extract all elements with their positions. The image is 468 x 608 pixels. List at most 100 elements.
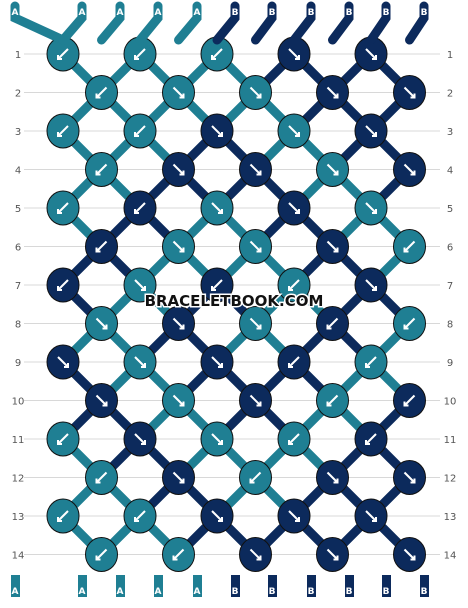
arrow-se-icon <box>365 279 377 291</box>
knot[interactable] <box>239 537 272 572</box>
strand-tail-top <box>174 1 202 45</box>
knot[interactable] <box>46 344 80 380</box>
arrow-head-icon <box>256 247 262 253</box>
knot[interactable] <box>316 75 349 110</box>
knot[interactable] <box>200 344 234 380</box>
knot[interactable] <box>316 152 349 187</box>
knot[interactable] <box>123 344 157 380</box>
knot[interactable] <box>46 36 80 72</box>
arrow-head-icon <box>211 55 216 60</box>
knot[interactable] <box>277 421 311 457</box>
knot[interactable] <box>200 421 234 457</box>
arrow-head-icon <box>134 55 139 60</box>
knot[interactable] <box>393 229 426 264</box>
knot[interactable] <box>46 190 80 226</box>
row-label-right: 12 <box>444 474 457 485</box>
knot[interactable] <box>354 113 388 149</box>
knot[interactable] <box>316 229 349 264</box>
strand-label-bottom: B <box>308 587 315 597</box>
knot[interactable] <box>200 113 234 149</box>
knot[interactable] <box>316 460 349 495</box>
knot[interactable] <box>239 229 272 264</box>
knot[interactable] <box>162 306 195 341</box>
knot[interactable] <box>354 421 388 457</box>
knot[interactable] <box>393 152 426 187</box>
knot[interactable] <box>46 267 80 303</box>
arrow-sw-icon <box>57 510 69 522</box>
arrow-se-icon <box>326 548 339 561</box>
knot[interactable] <box>200 190 234 226</box>
knot[interactable] <box>239 75 272 110</box>
row-label-left: 1 <box>15 50 21 61</box>
strand-tail-bottom <box>116 575 125 597</box>
arrow-head-icon <box>57 440 62 445</box>
knot[interactable] <box>162 460 195 495</box>
knot[interactable] <box>85 460 118 495</box>
knot[interactable] <box>200 498 234 534</box>
knot[interactable] <box>85 383 118 418</box>
arrow-sw-icon <box>134 202 146 214</box>
knot[interactable] <box>46 421 80 457</box>
knot[interactable] <box>277 113 311 149</box>
arrow-se-icon <box>211 356 223 368</box>
knot[interactable] <box>85 229 118 264</box>
knot[interactable] <box>85 306 118 341</box>
knot[interactable] <box>316 306 349 341</box>
knot[interactable] <box>123 267 157 303</box>
arrow-sw-icon <box>249 471 262 484</box>
arrow-head-icon <box>179 324 185 330</box>
strand-tail-top <box>328 1 354 45</box>
strand-tail-bottom <box>78 575 87 597</box>
knot[interactable] <box>123 421 157 457</box>
arrow-se-icon <box>172 163 185 176</box>
knot[interactable] <box>85 152 118 187</box>
knot[interactable] <box>277 498 311 534</box>
knot[interactable] <box>239 460 272 495</box>
knot[interactable] <box>354 267 388 303</box>
arrow-head-icon <box>95 478 101 484</box>
strand-tail-bottom <box>382 575 391 597</box>
knot[interactable] <box>393 75 426 110</box>
knot[interactable] <box>239 306 272 341</box>
knot[interactable] <box>123 498 157 534</box>
knot[interactable] <box>162 229 195 264</box>
knot[interactable] <box>277 267 311 303</box>
arrow-head-icon <box>95 170 101 176</box>
arrow-sw-icon <box>326 317 339 330</box>
knot[interactable] <box>354 36 388 72</box>
knot[interactable] <box>46 498 80 534</box>
knot-grid <box>46 36 426 572</box>
knot[interactable] <box>354 190 388 226</box>
knot[interactable] <box>162 75 195 110</box>
knot[interactable] <box>85 75 118 110</box>
strand-label-bottom: B <box>269 587 276 597</box>
strand-label-bottom: B <box>346 587 353 597</box>
knot[interactable] <box>123 113 157 149</box>
knot[interactable] <box>162 152 195 187</box>
arrow-sw-icon <box>288 433 300 445</box>
knot[interactable] <box>239 383 272 418</box>
knot[interactable] <box>393 537 426 572</box>
knot[interactable] <box>162 383 195 418</box>
arrow-head-icon <box>218 440 223 445</box>
knot[interactable] <box>162 537 195 572</box>
knot[interactable] <box>277 344 311 380</box>
knot[interactable] <box>123 190 157 226</box>
knot[interactable] <box>393 306 426 341</box>
knot[interactable] <box>316 383 349 418</box>
knot[interactable] <box>200 267 234 303</box>
knot[interactable] <box>46 113 80 149</box>
knot[interactable] <box>393 460 426 495</box>
arrow-se-icon <box>172 394 185 407</box>
knot[interactable] <box>354 344 388 380</box>
knot[interactable] <box>393 383 426 418</box>
arrow-head-icon <box>256 170 262 176</box>
knot[interactable] <box>85 537 118 572</box>
knot[interactable] <box>354 498 388 534</box>
knot[interactable] <box>277 190 311 226</box>
row-label-right: 10 <box>444 397 457 408</box>
knot[interactable] <box>316 537 349 572</box>
knot[interactable] <box>239 152 272 187</box>
arrow-sw-icon <box>95 163 108 176</box>
